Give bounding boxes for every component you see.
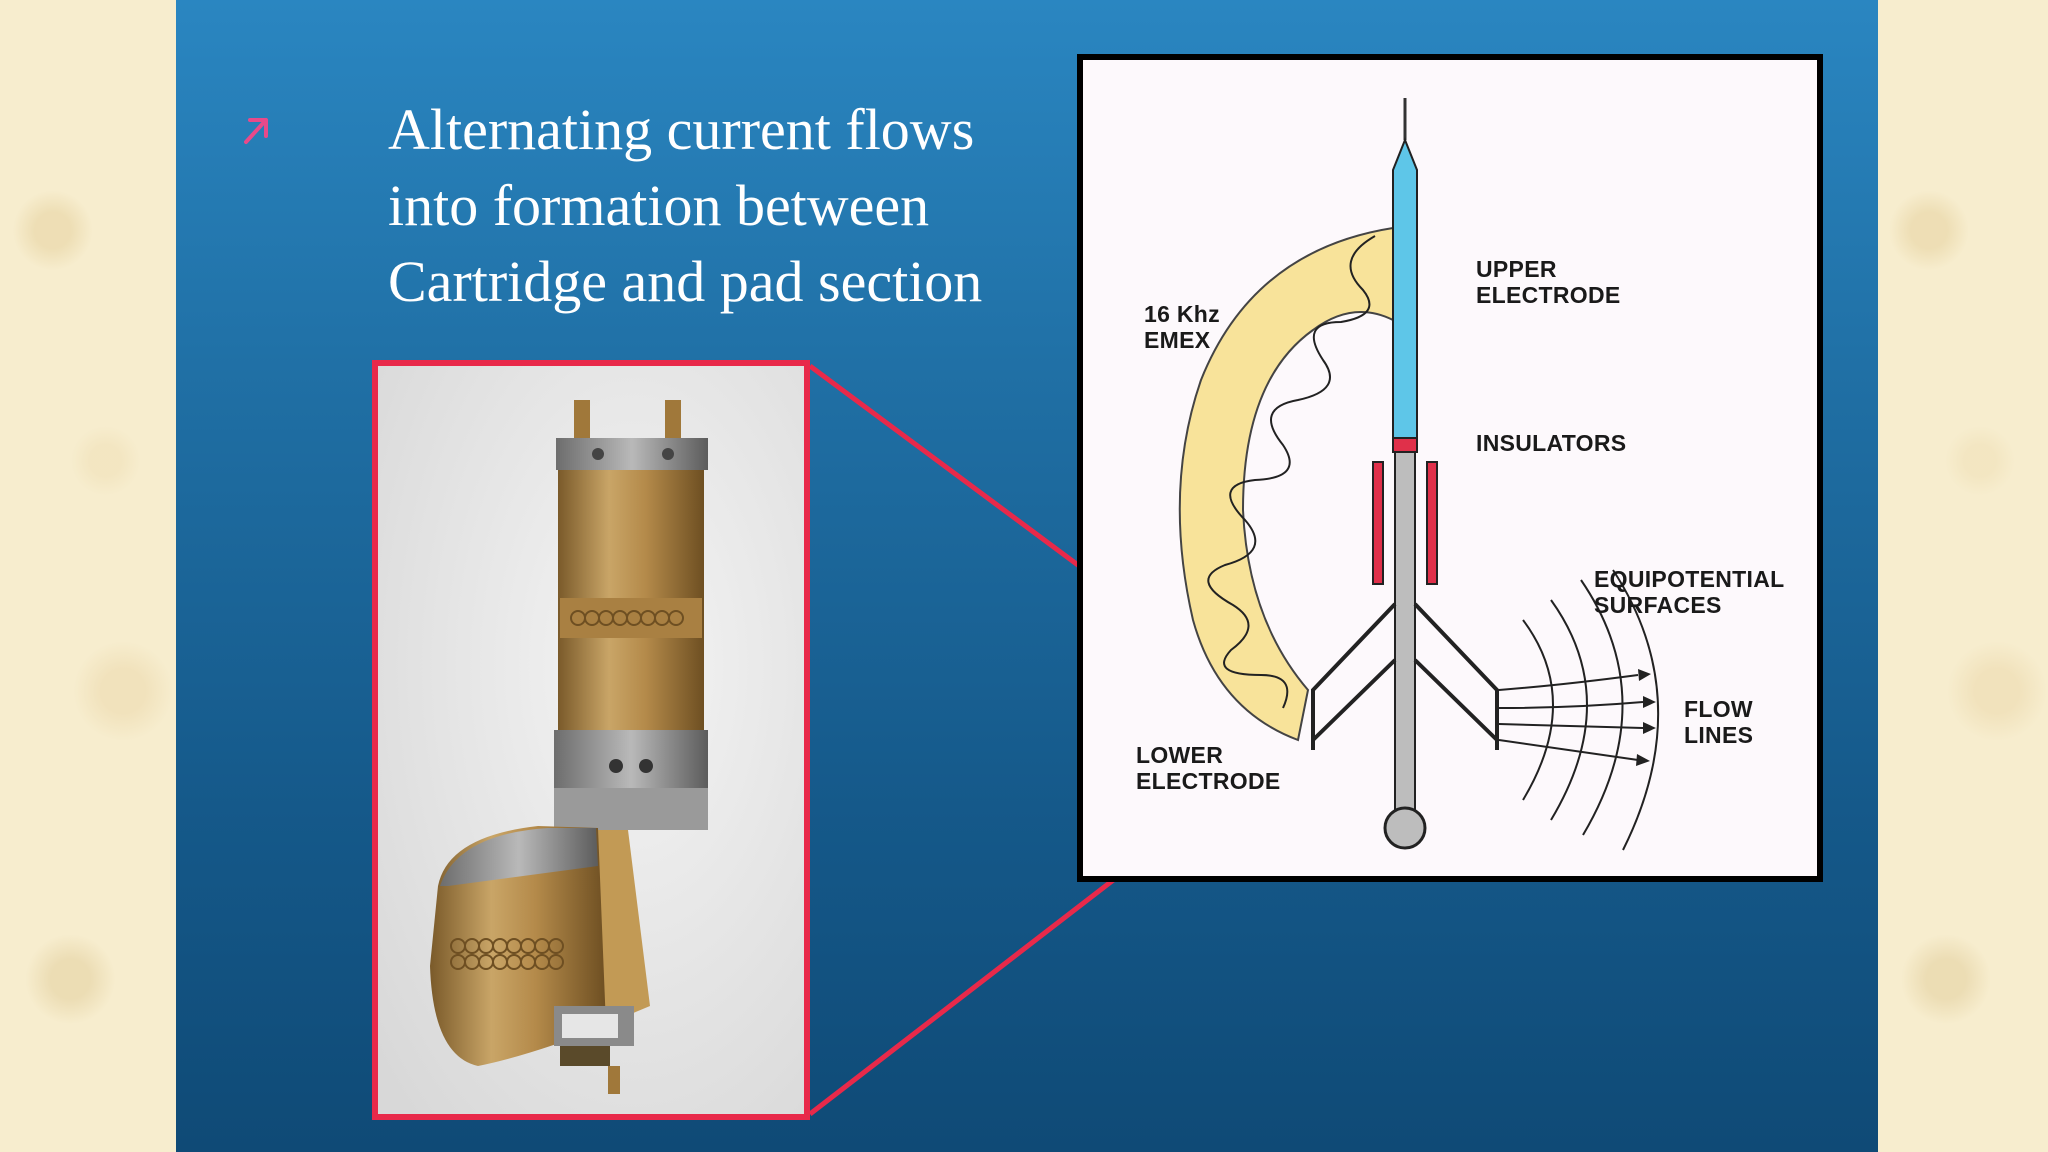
label-lower-electrode: LOWER ELECTRODE: [1136, 742, 1281, 794]
tool-photo-drawing: [378, 366, 804, 1114]
insulator-band: [1392, 437, 1418, 453]
label-insulators: INSULATORS: [1476, 430, 1627, 456]
insulator-right: [1426, 461, 1438, 585]
electrode-shaft: [1394, 451, 1416, 813]
electrode-diagram-drawing: [1178, 98, 1660, 851]
label-flow-lines: FLOW LINES: [1684, 696, 1754, 748]
insulator-left: [1372, 461, 1384, 585]
emex-wave: [1207, 235, 1376, 709]
electrode-ball: [1383, 806, 1427, 850]
parchment-background-right: [1878, 0, 2048, 1152]
upper-electrode: [1392, 137, 1418, 439]
arrow-up-right-icon: [244, 118, 268, 144]
label-equipotential-surfaces: EQUIPOTENTIAL SURFACES: [1594, 566, 1785, 618]
label-upper-electrode: UPPER ELECTRODE: [1476, 256, 1621, 308]
label-emex: 16 Khz EMEX: [1144, 301, 1220, 353]
emex-current-band: [1178, 226, 1394, 742]
tool-photo: [372, 360, 810, 1120]
electrode-diagram: UPPER ELECTRODE 16 Khz EMEX INSULATORS E…: [1077, 54, 1823, 882]
slide-headline: Alternating current flows into formation…: [388, 97, 983, 314]
parchment-background-left: [0, 0, 176, 1152]
